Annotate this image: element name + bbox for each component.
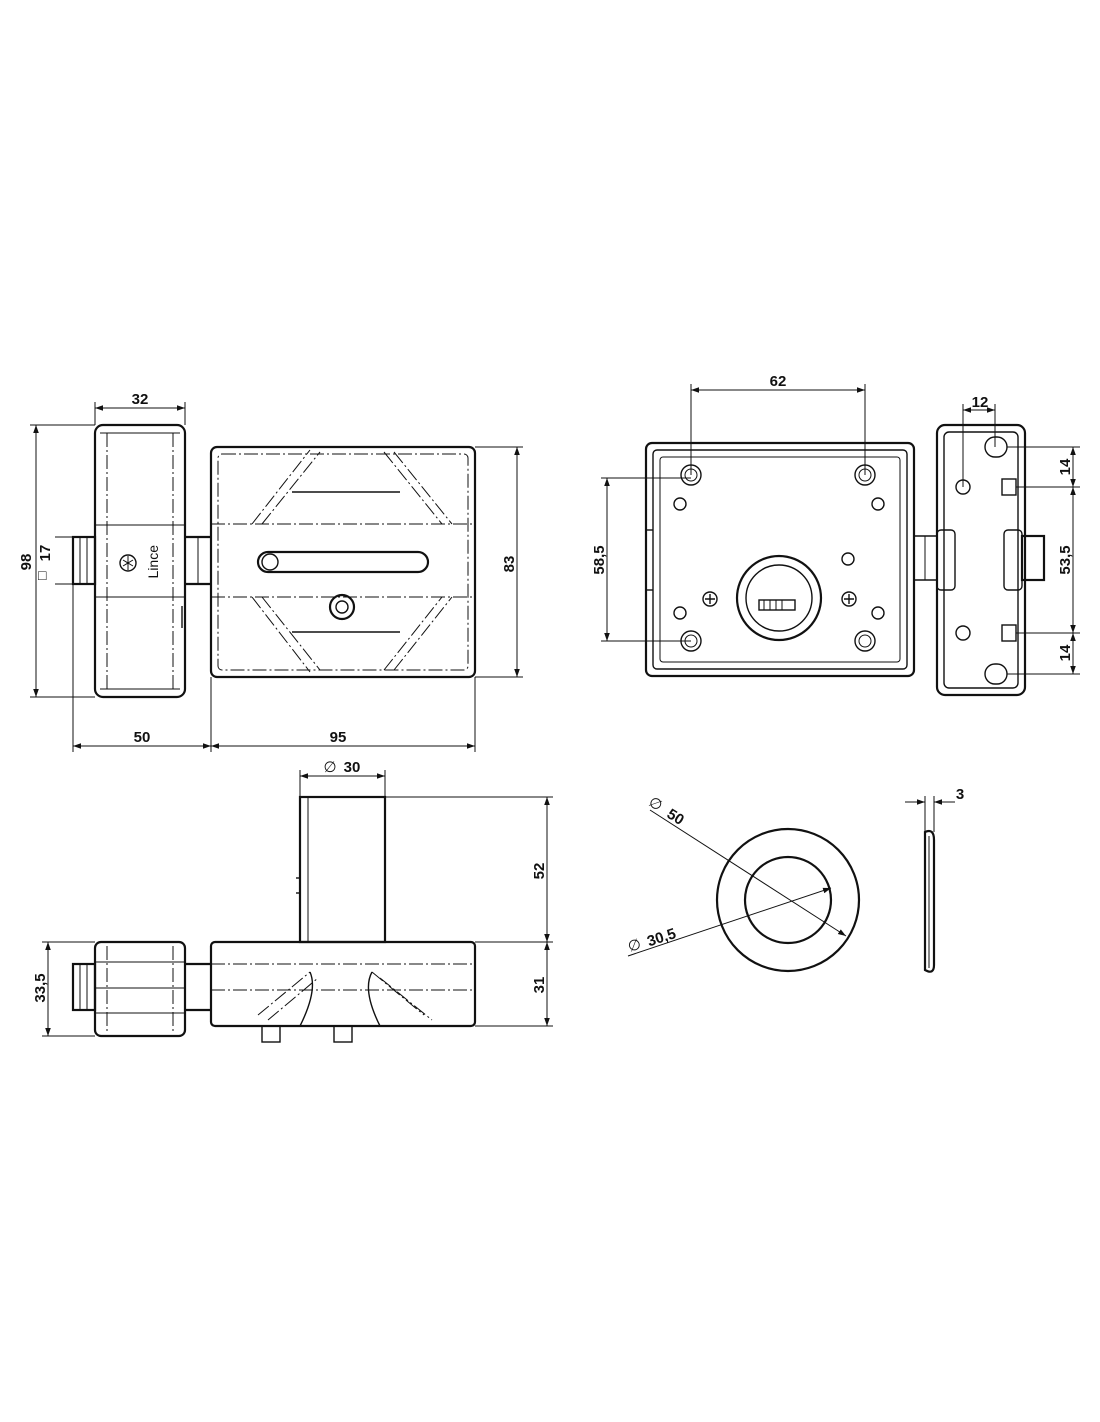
dim-diameter-30: 30 xyxy=(344,759,361,776)
dim-length-50: 50 xyxy=(134,729,151,746)
front-view: Lince 32 xyxy=(18,391,523,752)
logo-text: Lince xyxy=(145,545,161,579)
side-shaft xyxy=(185,962,211,1012)
side-dimensions: ∅ 30 52 31 33,5 xyxy=(32,759,553,1037)
back-lock-case xyxy=(644,441,916,678)
front-knob xyxy=(93,423,187,699)
rosette-side-view: 3 xyxy=(905,786,964,973)
side-view: ∅ 30 52 31 33,5 xyxy=(32,759,553,1043)
dim-spacing-14-bottom: 14 xyxy=(1057,644,1074,661)
front-dimensions: 32 98 17 □ 83 50 95 xyxy=(18,391,523,752)
front-bolt xyxy=(71,535,97,586)
side-lock-case xyxy=(209,940,477,1043)
dim-spacing-53-5: 53,5 xyxy=(1057,545,1074,574)
diameter-symbol-30: ∅ xyxy=(323,759,336,776)
dim-height-52: 52 xyxy=(531,863,548,880)
square-symbol: □ xyxy=(38,567,47,583)
dim-spacing-62: 62 xyxy=(770,373,787,390)
dim-height-33-5: 33,5 xyxy=(32,973,49,1002)
back-view: 62 58,5 12 14 53,5 14 xyxy=(591,373,1080,697)
lince-logo: Lince xyxy=(119,545,161,579)
rosette-view: ∅ 50 ∅ 30,5 xyxy=(626,794,861,973)
dim-thickness-3: 3 xyxy=(956,786,964,803)
dim-height-83: 83 xyxy=(501,556,518,573)
back-bolt xyxy=(914,535,937,581)
back-dimensions: 62 58,5 12 14 53,5 14 xyxy=(591,373,1080,675)
diameter-symbol-30-5: ∅ xyxy=(626,936,644,956)
dim-spacing-14-top: 14 xyxy=(1057,458,1074,475)
side-knob xyxy=(93,940,187,1038)
keeper-plate xyxy=(935,423,1046,697)
side-bolt xyxy=(71,962,97,1012)
front-lock-case xyxy=(209,445,477,679)
dim-height-31: 31 xyxy=(531,977,548,994)
dim-square-17: 17 xyxy=(37,545,54,562)
side-cylinder xyxy=(296,795,387,944)
front-shaft xyxy=(185,535,211,586)
dim-diameter-30-5: 30,5 xyxy=(645,925,678,950)
dim-length-95: 95 xyxy=(330,729,347,746)
dim-height-58-5: 58,5 xyxy=(591,545,608,574)
dim-height-98: 98 xyxy=(18,554,35,571)
dim-diameter-50: 50 xyxy=(664,806,687,829)
dim-width-32: 32 xyxy=(132,391,149,408)
dim-spacing-12: 12 xyxy=(972,394,989,411)
diameter-symbol-50: ∅ xyxy=(645,794,665,815)
